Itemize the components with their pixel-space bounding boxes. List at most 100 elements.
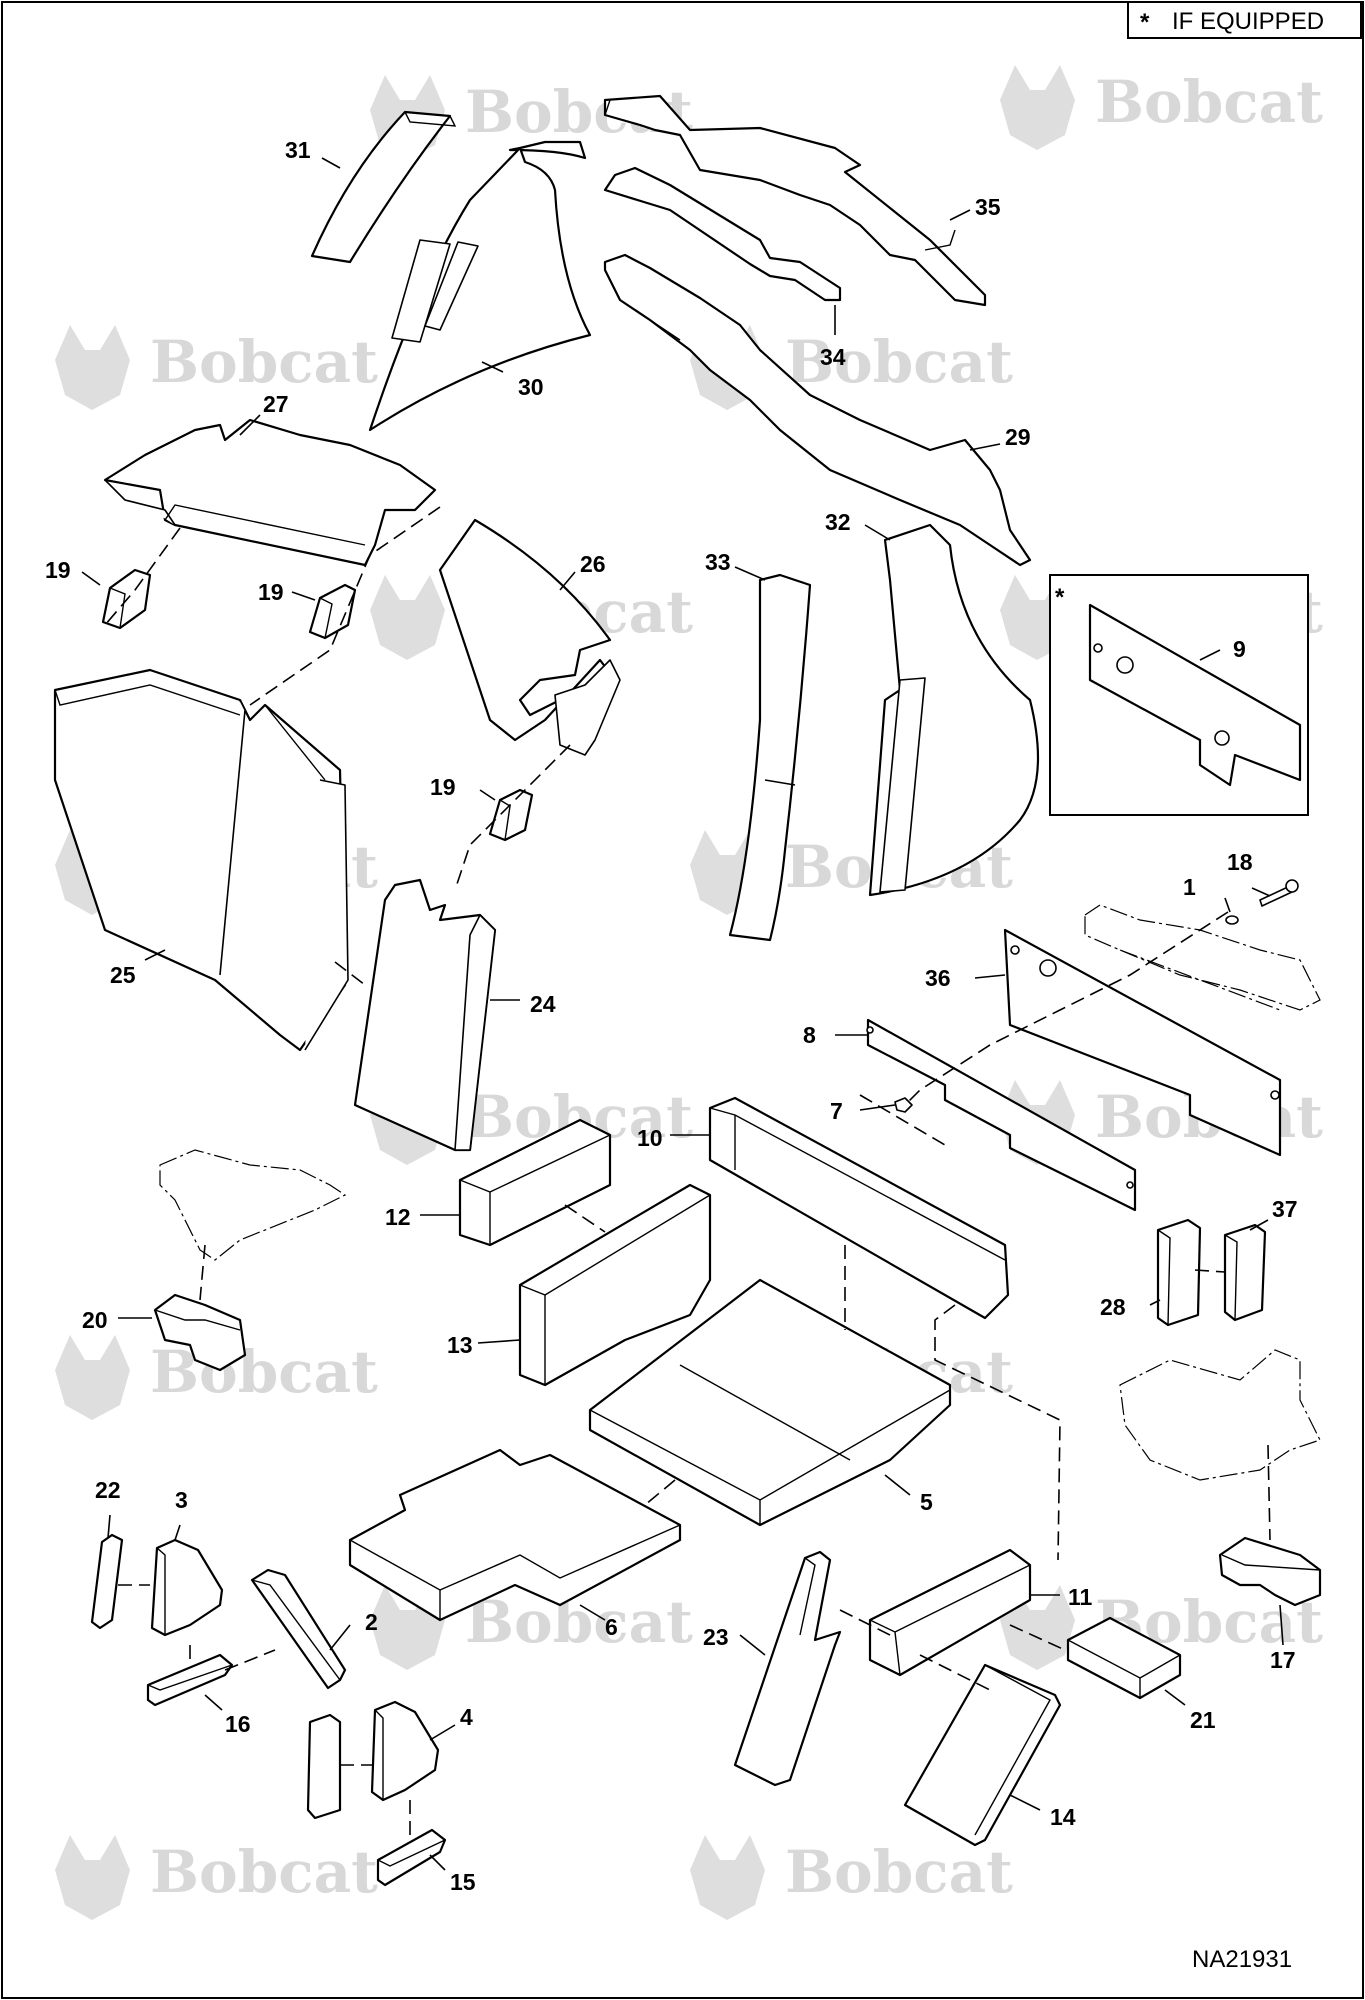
watermark-3: Bobcat: [55, 325, 378, 410]
part-3: [150, 1538, 224, 1637]
part-23: [733, 1550, 842, 1787]
callout-19-a: 19: [45, 557, 71, 583]
bracket-lower-right: [1119, 1349, 1321, 1481]
watermark-text: Bobcat: [785, 328, 1013, 396]
callout-leaders: [81, 157, 1284, 1871]
part-19-b: [308, 583, 357, 640]
bobcat-logo-icon: [55, 1335, 130, 1420]
callout-12: 12: [385, 1204, 411, 1230]
watermark-15: Bobcat: [55, 1835, 378, 1920]
watermark-text: Bobcat: [150, 1338, 378, 1406]
part-7-nut: [894, 1097, 913, 1113]
callout-32: 32: [825, 509, 851, 535]
part-10: [708, 1096, 1010, 1320]
callout-16: 16: [225, 1711, 251, 1737]
callout-19-c: 19: [430, 774, 456, 800]
callout-4: 4: [460, 1704, 473, 1730]
callout-10: 10: [637, 1125, 663, 1151]
assembly-lines: [104, 506, 1271, 1835]
asterisk-symbol: *: [1055, 584, 1065, 611]
part-4: [370, 1700, 440, 1802]
part-33: [728, 573, 812, 942]
callout-24: 24: [530, 991, 556, 1017]
part-20: [153, 1293, 247, 1372]
bracket-middle-left: [159, 1149, 347, 1261]
part-32: [868, 523, 1040, 897]
part-24: [353, 878, 497, 1152]
part-15: [376, 1828, 447, 1887]
watermark-text: Bobcat: [465, 1588, 693, 1656]
callout-28: 28: [1100, 1294, 1126, 1320]
part-18-bolt: [1259, 879, 1299, 907]
part-4-block: [306, 1713, 342, 1820]
drawing-number: NA21931: [1192, 1946, 1292, 1973]
callout-20: 20: [82, 1307, 108, 1333]
asterisk-symbol: *: [1140, 9, 1150, 36]
watermark-2: Bobcat: [1000, 65, 1323, 150]
bobcat-logo-icon: [55, 325, 130, 410]
part-26: [438, 518, 621, 756]
watermark-text: Bobcat: [150, 328, 378, 396]
callout-21: 21: [1190, 1707, 1216, 1733]
watermark-16: Bobcat: [690, 1835, 1013, 1920]
part-19-c: [488, 788, 534, 842]
watermark-text: Bobcat: [150, 1838, 378, 1906]
callout-36: 36: [925, 965, 951, 991]
part-22: [90, 1533, 124, 1630]
part-34: [603, 166, 842, 302]
callout-25: 25: [110, 962, 136, 988]
callout-8: 8: [803, 1022, 816, 1048]
callout-2: 2: [365, 1609, 378, 1635]
part-30: [368, 140, 592, 432]
bobcat-logo-icon: [55, 1835, 130, 1920]
callout-14: 14: [1050, 1804, 1076, 1830]
part-16: [146, 1653, 234, 1707]
part-29: [603, 253, 1032, 567]
part-8: [866, 1018, 1137, 1212]
watermark-text: Bobcat: [785, 1838, 1013, 1906]
part-37: [1223, 1223, 1267, 1322]
part-2: [250, 1568, 347, 1690]
callout-17: 17: [1270, 1647, 1296, 1673]
callout-13: 13: [447, 1332, 473, 1358]
watermark-11: Bobcat: [55, 1335, 378, 1420]
part-36: [1003, 928, 1282, 1157]
callout-29: 29: [1005, 424, 1031, 450]
callout-23: 23: [703, 1624, 729, 1650]
part-28: [1156, 1218, 1202, 1327]
callout-9: 9: [1233, 636, 1246, 662]
bobcat-logo-icon: [690, 1835, 765, 1920]
part-11: [868, 1548, 1032, 1677]
note-text: IF EQUIPPED: [1172, 8, 1324, 35]
callout-37: 37: [1272, 1196, 1298, 1222]
callout-18: 18: [1227, 849, 1253, 875]
callout-3: 3: [175, 1487, 188, 1513]
part-35: [603, 94, 987, 307]
callout-6: 6: [605, 1614, 618, 1640]
callout-33: 33: [705, 549, 731, 575]
callout-15: 15: [450, 1869, 476, 1895]
callout-labels: 31 30 35 34 29 27 19 19 19 26 33 32 9 18…: [45, 137, 1298, 1895]
part-5: [588, 1278, 952, 1527]
part-25: [53, 668, 349, 1052]
watermark-text: Bobcat: [1095, 68, 1323, 136]
callout-27: 27: [263, 391, 289, 417]
callout-19-b: 19: [258, 579, 284, 605]
callout-5: 5: [920, 1489, 933, 1515]
bracket-upper-right: [1084, 904, 1321, 1011]
callout-30: 30: [518, 374, 544, 400]
part-14: [903, 1663, 1062, 1847]
callout-1: 1: [1183, 874, 1196, 900]
part-6: [348, 1448, 682, 1622]
callout-34: 34: [820, 344, 846, 370]
part-31: [310, 110, 457, 264]
part-13: [518, 1183, 712, 1387]
part-9: [1088, 603, 1302, 787]
bobcat-logo-icon: [370, 575, 445, 660]
callout-22: 22: [95, 1477, 121, 1503]
part-17: [1218, 1536, 1322, 1607]
part-12: [458, 1118, 612, 1247]
part-27: [103, 418, 437, 567]
